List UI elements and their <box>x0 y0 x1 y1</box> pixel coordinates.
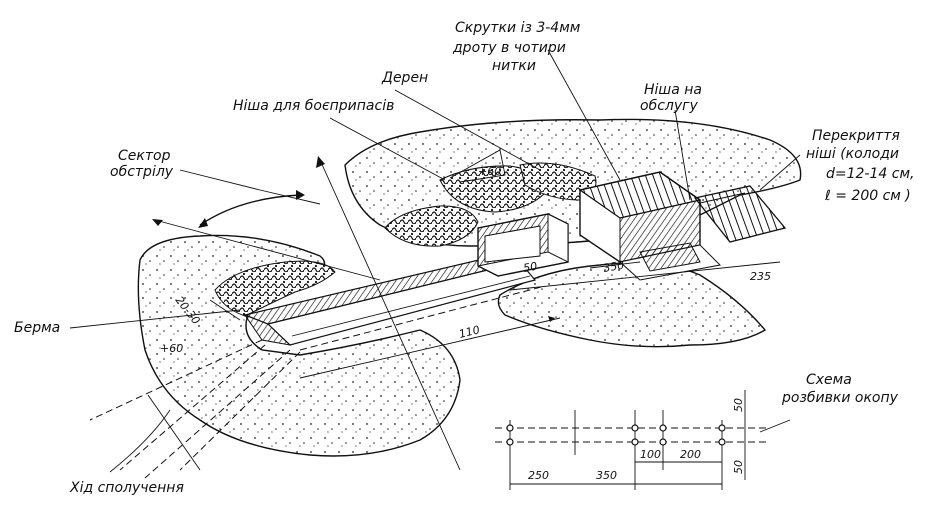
label-niche-ammo: Ніша для боєприпасів <box>233 98 394 114</box>
scheme-dim-50-bottom: 50 <box>732 460 745 474</box>
sector-of-fire <box>152 156 461 471</box>
turf-patches <box>214 162 597 317</box>
label-berm: Берма <box>14 320 60 336</box>
label-twists-3: нитки <box>492 58 536 74</box>
dim-50: 50 <box>522 260 538 275</box>
dim-235: 235 <box>750 270 771 283</box>
dim-60-top: +60 <box>478 165 501 178</box>
log-cover <box>693 185 787 243</box>
label-scheme-2: розбивки окопу <box>781 390 899 406</box>
label-twists-2: дроту в чотири <box>452 40 566 56</box>
label-cover-4: ℓ = 200 см ) <box>824 188 911 204</box>
leader-lines <box>69 49 801 473</box>
parapet-right <box>497 262 767 348</box>
dimension-lines <box>209 261 781 379</box>
label-twists-1: Скрутки із 3-4мм <box>455 20 581 36</box>
scheme-dim-350: 350 <box>596 469 617 482</box>
dim-110: 110 <box>458 323 482 341</box>
label-cover-2: ніші (колоди <box>806 146 899 162</box>
label-cover-1: Перекриття <box>812 128 900 144</box>
dim-60-left: +60 <box>160 342 183 355</box>
label-niche-crew-1: Ніша на <box>644 82 702 98</box>
dim-350: 350 <box>602 259 625 275</box>
scheme-dim-100: 100 <box>640 448 661 461</box>
scheme-dim-200: 200 <box>680 448 701 461</box>
label-sector-1: Сектор <box>118 148 171 164</box>
crew-niche <box>578 171 722 281</box>
scheme-dim-250: 250 <box>528 469 549 482</box>
layout-scheme: 250 350 100 200 50 50 <box>495 390 770 490</box>
scheme-dim-50-top: 50 <box>732 398 745 412</box>
label-niche-crew-2: обслугу <box>640 98 698 114</box>
label-scheme-1: Схема <box>806 372 852 388</box>
label-passage: Хід сполучення <box>69 480 184 496</box>
steps <box>639 242 701 272</box>
label-sector-2: обстрілу <box>110 164 174 180</box>
label-cover-3: d=12-14 см, <box>826 166 914 182</box>
ammo-niche <box>477 213 569 277</box>
label-turf: Дерен <box>381 70 428 86</box>
passage-lines <box>89 339 301 479</box>
